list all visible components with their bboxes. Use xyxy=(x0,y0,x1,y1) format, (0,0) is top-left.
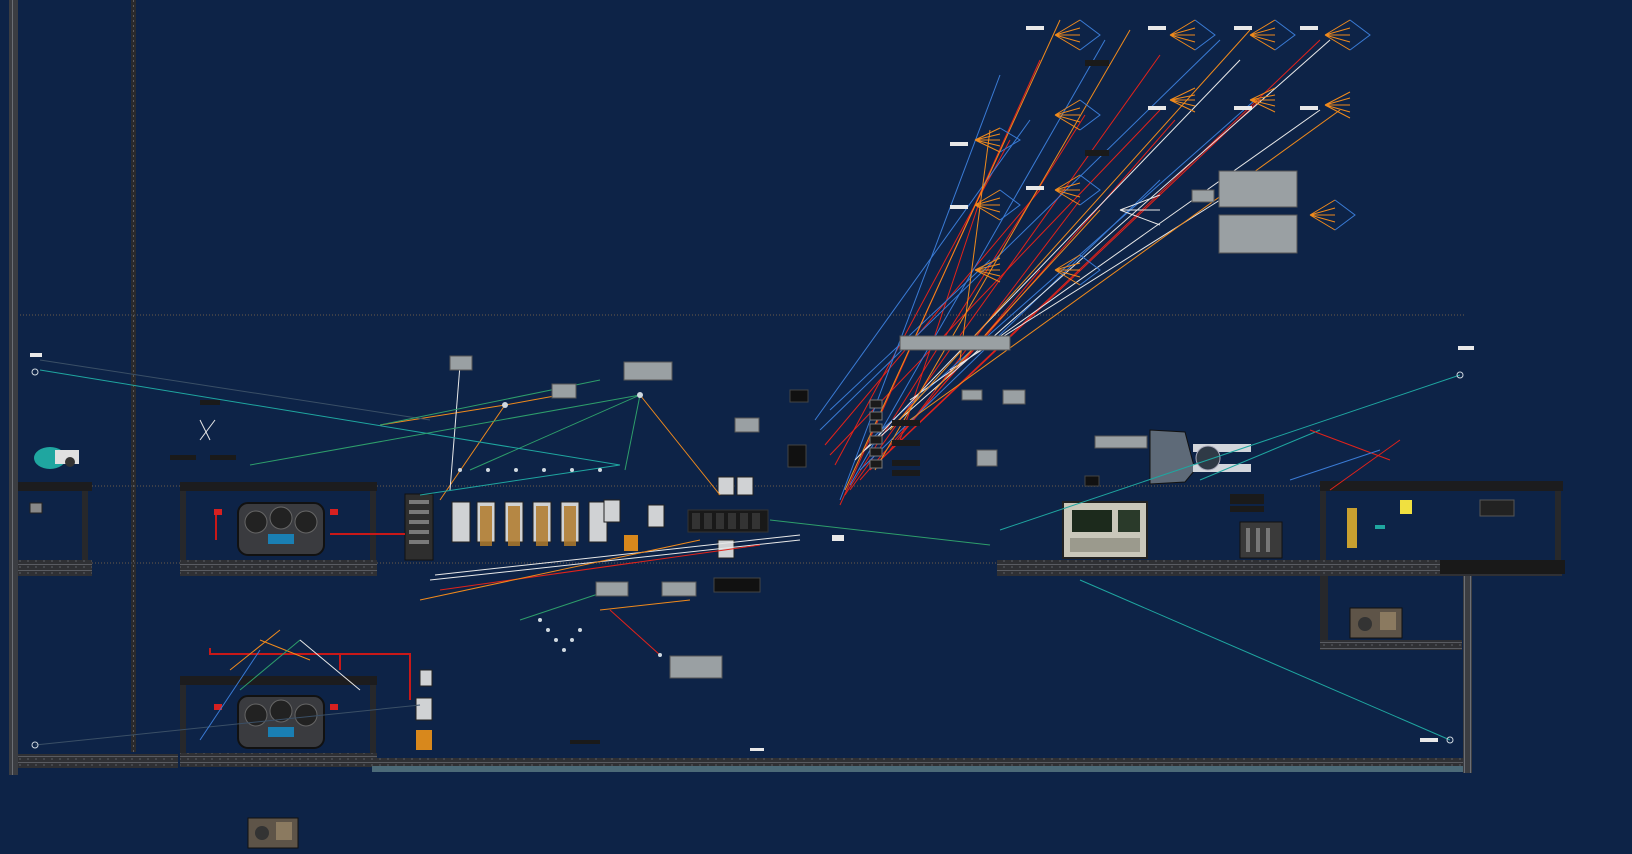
reactor-lower[interactable] xyxy=(237,695,325,749)
supply-cabinet-a[interactable] xyxy=(603,499,621,523)
fan-node-1 xyxy=(1054,19,1101,51)
note-right-5[interactable] xyxy=(961,389,983,401)
wiring-bundle-upper-right[interactable] xyxy=(814,19,1341,506)
lower-right-room[interactable] xyxy=(1320,576,1462,650)
reactor-room-upper[interactable] xyxy=(180,482,377,576)
fan-node-12 xyxy=(1054,254,1101,286)
fan-node-11 xyxy=(1054,174,1101,206)
rail-right xyxy=(1440,560,1565,574)
docking-hatch[interactable] xyxy=(1149,429,1251,485)
note-upper-right-2[interactable] xyxy=(1218,214,1298,254)
fabricator[interactable] xyxy=(1239,521,1283,559)
yellow-cabinet[interactable] xyxy=(1347,508,1357,548)
note-right-2[interactable] xyxy=(1002,389,1026,405)
diving-suit-locker[interactable] xyxy=(34,447,79,469)
connector-grid[interactable] xyxy=(31,368,1464,749)
right-hull-wall[interactable] xyxy=(1463,573,1472,773)
button-stacks[interactable] xyxy=(869,399,1264,512)
note-upper-right-1[interactable] xyxy=(1218,170,1298,208)
capacitor-array[interactable] xyxy=(687,509,769,533)
warning-light-upper-a[interactable] xyxy=(214,509,222,515)
note-right-1[interactable] xyxy=(1094,435,1148,449)
room-left-upper[interactable] xyxy=(18,482,92,576)
note-right-4[interactable] xyxy=(1191,189,1215,203)
reactor-upper[interactable] xyxy=(237,502,325,556)
reactor-room-lower[interactable] xyxy=(180,676,377,767)
reactor-control-wiring[interactable] xyxy=(199,419,361,741)
fan-node-10 xyxy=(974,189,1021,221)
reactor-power-wiring[interactable] xyxy=(209,515,411,700)
component-tags[interactable] xyxy=(30,26,1515,751)
fan-node-8 xyxy=(1324,91,1351,119)
warning-light-lower-b[interactable] xyxy=(330,704,338,710)
fan-node-9 xyxy=(974,127,1021,153)
note-left-2[interactable] xyxy=(551,383,577,399)
note-left-5[interactable] xyxy=(595,581,629,597)
small-panel-left[interactable] xyxy=(29,502,43,514)
middle-right-deck-floor[interactable] xyxy=(997,560,1562,576)
fan-node-13 xyxy=(974,257,1001,283)
lower-cabinet-b[interactable] xyxy=(415,697,433,721)
fan-node-14 xyxy=(1309,199,1356,231)
left-hull-wall[interactable] xyxy=(9,0,18,775)
junction-box-column[interactable] xyxy=(404,493,434,561)
battery-cabinets[interactable] xyxy=(451,501,608,546)
fan-node-15 xyxy=(1119,194,1161,226)
supply-cabinet-d[interactable] xyxy=(736,476,754,496)
warning-light-upper-b[interactable] xyxy=(330,509,338,515)
engine-bottom-left[interactable] xyxy=(247,817,299,849)
note-left-1[interactable] xyxy=(449,355,473,371)
note-left-4[interactable] xyxy=(734,417,760,433)
warning-light-lower-a[interactable] xyxy=(214,704,222,710)
fan-node-2 xyxy=(1169,19,1216,51)
fan-node-5 xyxy=(1054,99,1101,131)
engine-bottom-right[interactable] xyxy=(1349,607,1403,639)
note-boxes[interactable] xyxy=(449,170,1298,679)
fan-node-6 xyxy=(1169,87,1196,113)
lower-orange-lamp[interactable] xyxy=(416,730,432,750)
navigation-terminal[interactable] xyxy=(1062,501,1148,559)
note-left-6[interactable] xyxy=(661,581,697,597)
wiring-center[interactable] xyxy=(34,359,1461,746)
fan-node-3 xyxy=(1249,19,1296,51)
lower-deck-floor[interactable] xyxy=(18,754,178,768)
note-center[interactable] xyxy=(899,335,1011,351)
supply-cabinet-c[interactable] xyxy=(717,476,735,496)
upper-right-room[interactable] xyxy=(1320,481,1563,560)
yellow-indicator[interactable] xyxy=(1400,500,1412,514)
fan-node-4 xyxy=(1324,19,1371,51)
note-left-3[interactable] xyxy=(623,361,673,381)
fan-node-7 xyxy=(1249,87,1276,113)
note-right-3[interactable] xyxy=(976,449,998,467)
note-lower-middle[interactable] xyxy=(669,655,723,679)
lower-cabinet-a[interactable] xyxy=(419,669,433,687)
supply-cabinet-b[interactable] xyxy=(647,504,665,528)
signal-node-cluster[interactable] xyxy=(974,19,1371,286)
orange-lamp-box[interactable] xyxy=(624,535,638,551)
